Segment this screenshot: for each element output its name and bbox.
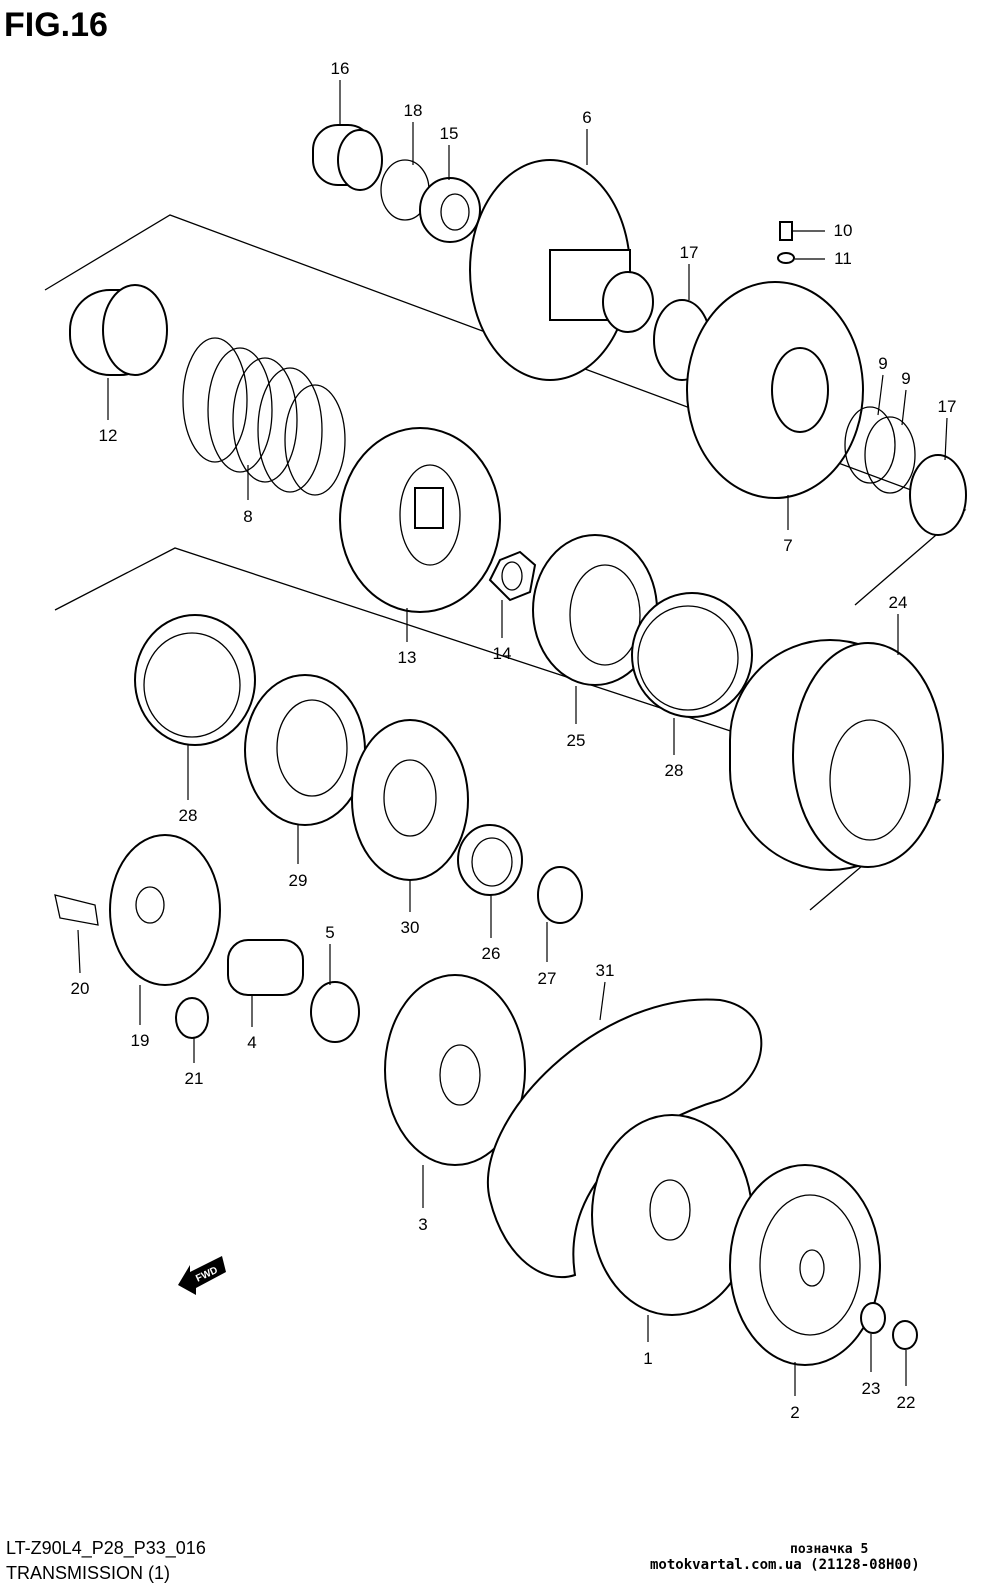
part-number-label[interactable]: 24: [889, 593, 908, 612]
leader-line: [901, 389, 907, 426]
part-number-label[interactable]: 10: [834, 221, 853, 240]
watermark-line-2: motokvartal.com.ua (21128-08H00): [650, 1557, 920, 1573]
leader-line: [944, 417, 948, 461]
part-number-label[interactable]: 17: [680, 243, 699, 262]
part-29-plate: [244, 674, 366, 826]
part-28-washer-a: [134, 614, 256, 746]
part-number-label[interactable]: 19: [131, 1031, 150, 1050]
part-11-washer: [777, 252, 795, 264]
part-number-label[interactable]: 30: [401, 918, 420, 937]
part-9-seal: [844, 406, 916, 494]
part-number-label[interactable]: 26: [482, 944, 501, 963]
part-20-clip: [54, 894, 99, 926]
leader-line: [77, 929, 81, 974]
part-number-label[interactable]: 1: [643, 1349, 652, 1368]
part-7-sheave: [686, 281, 864, 499]
watermark-line-1: позначка 5: [790, 1542, 869, 1557]
figure-title: FIG.16: [4, 6, 108, 44]
part-number-label[interactable]: 13: [398, 648, 417, 667]
part-number-label[interactable]: 17: [938, 397, 957, 416]
part-28-washer-b: [631, 592, 753, 718]
part-number-label[interactable]: 5: [325, 923, 334, 942]
part-27-collar: [537, 866, 583, 924]
part-15-bearing: [419, 177, 481, 243]
part-number-label[interactable]: 29: [289, 871, 308, 890]
part-number-label[interactable]: 2: [790, 1403, 799, 1422]
part-1-sheave: [591, 1114, 753, 1316]
part-21-bushing: [175, 997, 209, 1039]
part-number-label[interactable]: 28: [179, 806, 198, 825]
part-23-washer: [860, 1302, 886, 1334]
part-24-drum: [729, 639, 944, 871]
part-number-label[interactable]: 21: [185, 1069, 204, 1088]
part-16-bearing: [312, 124, 383, 191]
part-8-spring: [182, 337, 346, 496]
part-number-label[interactable]: 14: [493, 644, 512, 663]
leader-line: [599, 981, 606, 1021]
part-number-label[interactable]: 22: [897, 1393, 916, 1412]
part-6-sheave: [469, 159, 654, 381]
part-2-fan: [729, 1164, 881, 1366]
part-number-label[interactable]: 11: [834, 249, 852, 268]
diagram-subtitle: TRANSMISSION (1): [6, 1563, 171, 1583]
part-number-label[interactable]: 18: [404, 101, 423, 120]
part-number-label[interactable]: 16: [331, 59, 350, 78]
part-number-label[interactable]: 15: [440, 124, 459, 143]
part-number-label[interactable]: 25: [567, 731, 586, 750]
part-13-clutch: [339, 427, 501, 613]
part-number-label[interactable]: 8: [243, 507, 252, 526]
part-22-nut: [892, 1320, 918, 1350]
part-26-bushing: [457, 824, 523, 896]
part-14-nut: [488, 550, 537, 602]
part-number-label[interactable]: 27: [538, 969, 557, 988]
part-3-sheave: [384, 974, 526, 1166]
part-number-label[interactable]: 20: [71, 979, 90, 998]
part-30-plate: [351, 719, 469, 881]
part-number-label[interactable]: 6: [582, 108, 591, 127]
part-12-sleeve: [69, 284, 168, 376]
part-number-label[interactable]: 9: [901, 369, 910, 388]
leader-line: [877, 374, 884, 416]
part-number-label[interactable]: 23: [862, 1379, 881, 1398]
part-number-label[interactable]: 3: [418, 1215, 427, 1234]
part-5-ring: [310, 981, 360, 1043]
diagram-code: LT-Z90L4_P28_P33_016: [6, 1538, 206, 1558]
part-number-label[interactable]: 7: [783, 536, 792, 555]
part-number-label[interactable]: 9: [878, 354, 887, 373]
part-number-label[interactable]: 28: [665, 761, 684, 780]
part-4-sleeve: [227, 939, 304, 996]
part-19-holder: [109, 834, 221, 986]
part-number-label[interactable]: 31: [596, 961, 615, 980]
fwd-arrow-icon: FWD: [178, 1256, 226, 1295]
part-10-pin: [779, 221, 793, 241]
part-number-label[interactable]: 4: [247, 1033, 256, 1052]
part-number-label[interactable]: 12: [99, 426, 118, 445]
part-17-seal-b: [909, 454, 967, 536]
